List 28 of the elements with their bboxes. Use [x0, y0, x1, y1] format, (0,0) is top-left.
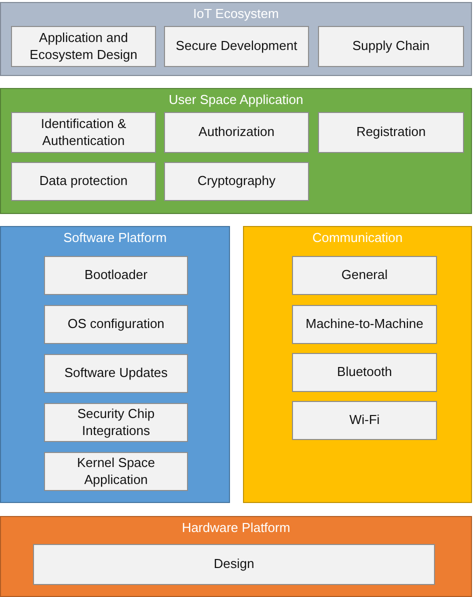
item-box: Registration: [318, 112, 464, 153]
section-title: Software Platform: [62, 230, 168, 245]
item-box: Design: [33, 544, 435, 585]
item-box: Security Chip Integrations: [44, 403, 188, 442]
section-title: IoT Ecosystem: [192, 6, 280, 21]
item-box: Bootloader: [44, 256, 188, 295]
item-box: Software Updates: [44, 354, 188, 393]
section-panel: [0, 516, 472, 597]
section-panel: [0, 2, 472, 76]
item-box: Kernel Space Application: [44, 452, 188, 491]
section-panel: [0, 88, 472, 214]
item-box: Data protection: [11, 162, 156, 201]
section-title: User Space Application: [168, 92, 304, 107]
section-panel: [0, 226, 230, 503]
item-box: Wi-Fi: [292, 401, 437, 440]
section-panel: [243, 226, 472, 503]
item-box: General: [292, 256, 437, 295]
item-box: Identification & Authentication: [11, 112, 156, 153]
item-box: Authorization: [164, 112, 309, 153]
item-box: Cryptography: [164, 162, 309, 201]
section-title: Communication: [311, 230, 404, 245]
section-title: Hardware Platform: [180, 520, 292, 535]
item-box: Bluetooth: [292, 353, 437, 392]
item-box: Supply Chain: [318, 26, 464, 67]
item-box: OS configuration: [44, 305, 188, 344]
item-box: Machine-to-Machine: [292, 305, 437, 344]
item-box: Application and Ecosystem Design: [11, 26, 156, 67]
item-box: Secure Development: [164, 26, 309, 67]
